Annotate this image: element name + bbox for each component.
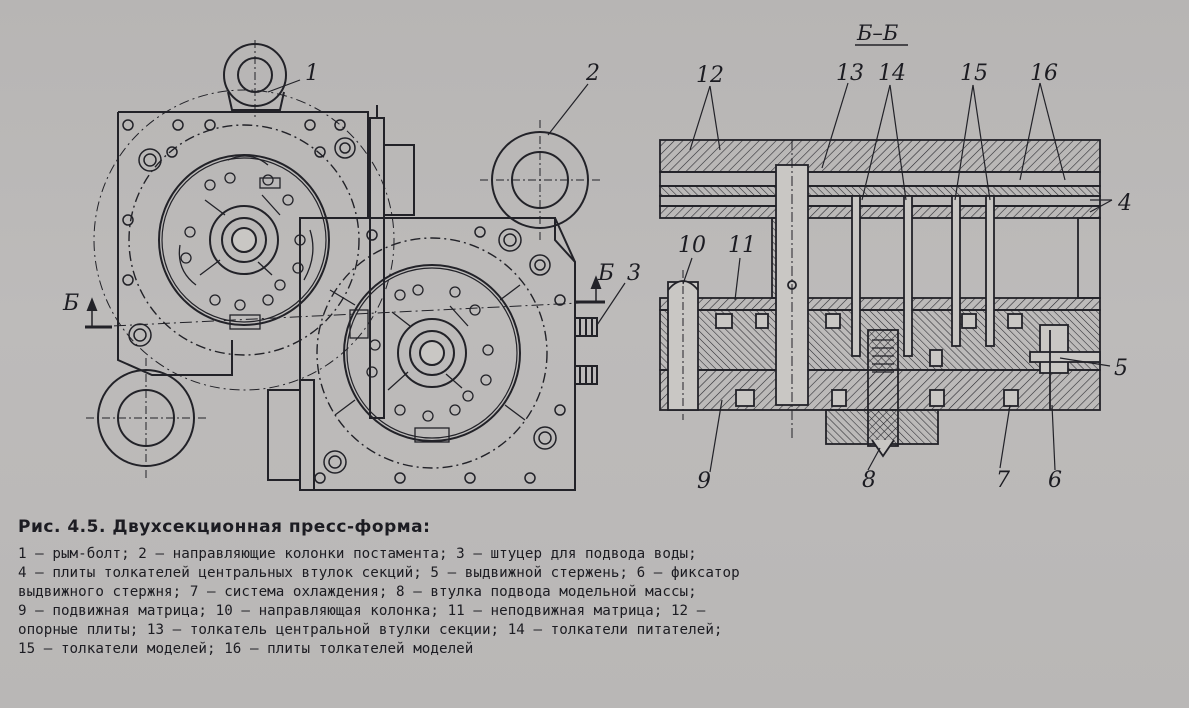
callout-8: 8 [862,468,876,493]
callout-9: 9 [697,469,711,494]
callout-14: 14 [878,61,906,86]
callout-10: 10 [678,233,706,258]
callout-1: 1 [305,61,319,86]
section-label: Б–Б [856,21,898,45]
section-view [659,44,1113,473]
caption-line: 1 — рым-болт; 2 — направляющие колонки п… [18,546,697,562]
callout-11: 11 [728,233,756,258]
callout-7: 7 [996,468,1010,493]
callout-15: 15 [960,61,988,86]
cut-marker-left: Б [62,291,79,316]
eye-bolt [223,40,287,118]
plan-view [85,40,626,491]
callout-5: 5 [1114,356,1128,381]
callout-16: 16 [1030,61,1058,86]
callout-12: 12 [696,63,724,88]
figure-caption: Рис. 4.5. Двухсекционная пресс-форма: 1 … [18,517,1178,659]
callout-6: 6 [1048,468,1062,493]
callout-labels: Б–Б Б Б 1 2 3 4 5 6 7 8 9 10 11 12 13 14… [62,21,1132,494]
upper-section-body [118,111,576,270]
caption-line: 4 — плиты толкателей центральных втулок … [18,565,740,581]
caption-line: опорные плиты; 13 — толкатель центрально… [18,622,723,638]
caption-line: выдвижного стержня; 7 — система охлажден… [18,584,697,600]
callout-13: 13 [836,61,864,86]
cut-marker-right: Б [597,261,614,286]
caption-line: 9 — подвижная матрица; 10 — направляющая… [18,603,706,619]
caption-body: 1 — рым-болт; 2 — направляющие колонки п… [18,545,1178,659]
callout-4: 4 [1117,191,1132,216]
press-mold-drawing: Б–Б Б Б 1 2 3 4 5 6 7 8 9 10 11 12 13 14… [62,21,1132,494]
caption-title: Рис. 4.5. Двухсекционная пресс-форма: [18,517,431,537]
caption-line: 15 — толкатели моделей; 16 — плиты толка… [18,641,474,657]
callout-2: 2 [585,61,600,86]
callout-3: 3 [627,261,641,286]
